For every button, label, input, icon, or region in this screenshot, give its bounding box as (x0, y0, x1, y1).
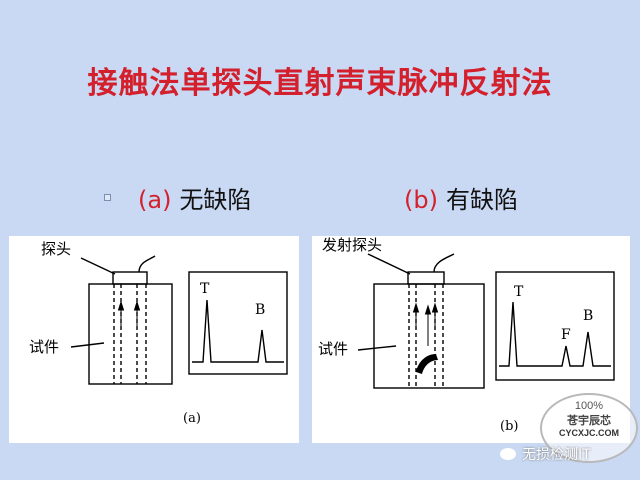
scope-trace-a (192, 299, 284, 363)
bullet-square (104, 194, 111, 201)
scope-trace-b (499, 301, 611, 367)
specimen-label-a: 试件 (29, 338, 59, 356)
subtitle-b-letter: (b) (404, 186, 438, 214)
specimen-label-b: 试件 (318, 340, 348, 358)
subtitle-b: (b)有缺陷 (404, 180, 518, 215)
caption-b: (b) (500, 419, 518, 434)
scope-screen-a (188, 271, 288, 375)
diagram-a-svg: 探头 试件 T B (a) (29, 240, 288, 426)
defect-shape-b (416, 354, 438, 374)
peak-t-label-a: T (200, 281, 210, 297)
wechat-icon (500, 448, 516, 460)
footer-text: 无损检测IT (522, 447, 591, 463)
watermark-seal: 100% 苍宇辰芯 CYCXJC.COM (540, 393, 638, 463)
subtitle-a: (a)无缺陷 (138, 180, 251, 215)
subtitle-b-text: 有缺陷 (445, 186, 518, 214)
peak-t-label-b: T (514, 284, 524, 300)
arrow-head-b3 (431, 302, 439, 313)
arrow-head-b1 (412, 302, 420, 313)
probe-label-a: 探头 (41, 240, 71, 258)
specimen-block-a (88, 283, 173, 385)
arrow-head-b2 (424, 304, 432, 315)
probe-leader-b (367, 253, 411, 275)
subtitle-a-letter: (a) (138, 186, 172, 214)
slide-title: 接触法单探头直射声束脉冲反射法 (87, 66, 553, 101)
specimen-block-b (373, 283, 485, 389)
watermark-brand: 苍宇辰芯 (567, 415, 611, 427)
peak-b-label-a: B (255, 302, 265, 318)
probe-a (112, 271, 148, 285)
footer-account: 无损检测IT (500, 444, 591, 464)
probe-label-b: 发射探头 (322, 236, 382, 254)
specimen-leader-a (70, 342, 105, 348)
specimen-leader-b (357, 345, 397, 351)
probe-leader-a (80, 257, 116, 275)
scope-screen-b (495, 271, 615, 381)
probe-b (407, 271, 445, 285)
probe-cable-b (433, 253, 455, 273)
peak-b-label-b: B (583, 308, 593, 324)
diagram-b-svg: 发射探头 试件 T F B (b) (318, 236, 615, 434)
watermark-percent: 100% (574, 400, 604, 412)
arrow-head-a2 (133, 300, 141, 311)
caption-a: (a) (183, 411, 201, 426)
diagram-panel-a: 探头 试件 T B (a) (9, 236, 299, 443)
arrow-head-a1 (117, 300, 125, 311)
peak-f-label-b: F (561, 327, 571, 343)
watermark-site: CYCXJC.COM (558, 428, 619, 438)
probe-cable-a (138, 255, 156, 273)
subtitle-a-text: 无缺陷 (179, 186, 252, 214)
